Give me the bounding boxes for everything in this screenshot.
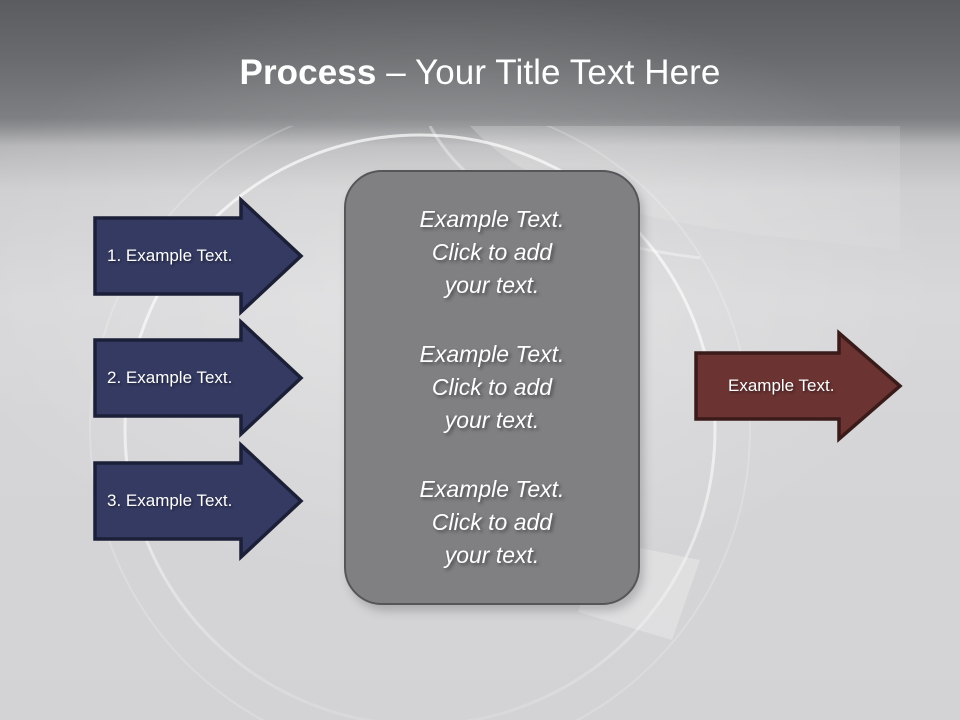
arrow-shape-1 — [93, 195, 304, 317]
outcome-arrow[interactable]: Example Text. — [694, 329, 904, 443]
center-content-box[interactable]: Example Text. Click to add your text. Ex… — [344, 170, 640, 605]
center-text-block-3: Example Text. Click to add your text. — [419, 476, 565, 568]
arrow-shape-3 — [93, 440, 304, 562]
page-title: Process – Your Title Text Here — [0, 50, 960, 96]
page-title-bold: Process — [239, 53, 377, 92]
process-arrow-1[interactable]: 1. Example Text. — [93, 195, 304, 317]
process-arrow-3[interactable]: 3. Example Text. — [93, 440, 304, 562]
center-text-block-1: Example Text. Click to add your text. — [419, 206, 565, 298]
outcome-arrow-shape — [694, 329, 903, 443]
page-title-rest: – Your Title Text Here — [376, 53, 721, 92]
arrow-shape-2 — [93, 317, 304, 439]
process-arrow-2[interactable]: 2. Example Text. — [93, 317, 304, 439]
center-text-block-2: Example Text. Click to add your text. — [419, 341, 565, 433]
